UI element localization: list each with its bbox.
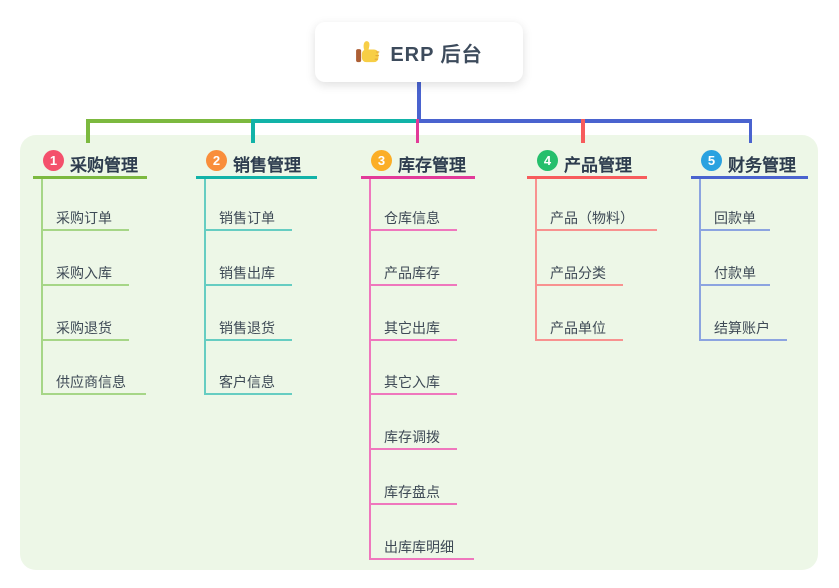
child-underline xyxy=(699,339,787,341)
root-node-label: ERP 后台 xyxy=(390,43,483,66)
branch-number-badge: 1 xyxy=(43,150,64,171)
child-underline xyxy=(369,284,457,286)
child-node[interactable]: 采购退货 xyxy=(56,320,112,336)
branch-node-4[interactable]: 产品管理 xyxy=(564,156,632,175)
child-node[interactable]: 采购订单 xyxy=(56,210,112,226)
branch-underline xyxy=(361,176,475,179)
child-node[interactable]: 其它出库 xyxy=(384,320,440,336)
children-vertical-line xyxy=(369,179,371,560)
branch-underline xyxy=(691,176,808,179)
root-node[interactable]: ERP 后台 xyxy=(315,22,523,82)
child-underline xyxy=(369,393,457,395)
children-vertical-line xyxy=(204,179,206,395)
branch-underline xyxy=(33,176,147,179)
child-node[interactable]: 付款单 xyxy=(714,265,756,281)
child-underline xyxy=(535,229,657,231)
child-underline xyxy=(204,339,292,341)
child-node[interactable]: 回款单 xyxy=(714,210,756,226)
child-node[interactable]: 客户信息 xyxy=(219,374,275,390)
thumbs-up-icon xyxy=(355,39,381,65)
child-underline xyxy=(699,284,770,286)
branch-node-3[interactable]: 库存管理 xyxy=(398,156,466,175)
child-node[interactable]: 其它入库 xyxy=(384,374,440,390)
children-vertical-line xyxy=(41,179,43,395)
child-underline xyxy=(369,339,457,341)
child-node[interactable]: 产品库存 xyxy=(384,265,440,281)
child-node[interactable]: 供应商信息 xyxy=(56,374,126,390)
child-node[interactable]: 仓库信息 xyxy=(384,210,440,226)
child-node[interactable]: 产品（物料） xyxy=(550,210,634,226)
child-node[interactable]: 销售出库 xyxy=(219,265,275,281)
branch-drop-line xyxy=(415,119,420,143)
child-underline xyxy=(41,229,129,231)
child-underline xyxy=(204,229,292,231)
bus-segment-mid xyxy=(251,119,420,123)
child-underline xyxy=(369,448,457,450)
child-node[interactable]: 销售订单 xyxy=(219,210,275,226)
child-node[interactable]: 产品单位 xyxy=(550,320,606,336)
child-underline xyxy=(535,339,623,341)
branch-drop-line xyxy=(86,119,90,143)
branch-node-5[interactable]: 财务管理 xyxy=(728,156,796,175)
branch-number-badge: 4 xyxy=(537,150,558,171)
child-underline xyxy=(41,284,129,286)
branch-number-badge: 2 xyxy=(206,150,227,171)
child-underline xyxy=(535,284,623,286)
children-vertical-line xyxy=(535,179,537,341)
child-underline xyxy=(369,503,457,505)
child-node[interactable]: 出库库明细 xyxy=(384,539,454,555)
child-node[interactable]: 销售退货 xyxy=(219,320,275,336)
branch-drop-line xyxy=(251,119,255,143)
branches-panel xyxy=(20,135,818,570)
child-underline xyxy=(204,284,292,286)
branch-number-badge: 5 xyxy=(701,150,722,171)
child-underline xyxy=(204,393,292,395)
child-node[interactable]: 结算账户 xyxy=(714,320,770,336)
child-node[interactable]: 库存调拨 xyxy=(384,429,440,445)
branch-number-badge: 3 xyxy=(371,150,392,171)
child-underline xyxy=(41,393,146,395)
branch-node-2[interactable]: 销售管理 xyxy=(233,156,301,175)
child-underline xyxy=(699,229,770,231)
child-node[interactable]: 库存盘点 xyxy=(384,484,440,500)
child-underline xyxy=(41,339,129,341)
branch-node-1[interactable]: 采购管理 xyxy=(70,156,138,175)
branch-underline xyxy=(196,176,317,179)
child-underline xyxy=(369,229,457,231)
branch-underline xyxy=(527,176,647,179)
child-underline xyxy=(369,558,474,560)
root-stem-line xyxy=(416,82,421,122)
bus-segment-left xyxy=(86,119,255,123)
child-node[interactable]: 产品分类 xyxy=(550,265,606,281)
branch-drop-line xyxy=(581,119,585,143)
children-vertical-line xyxy=(699,179,701,341)
branch-drop-line xyxy=(748,119,753,143)
child-node[interactable]: 采购入库 xyxy=(56,265,112,281)
